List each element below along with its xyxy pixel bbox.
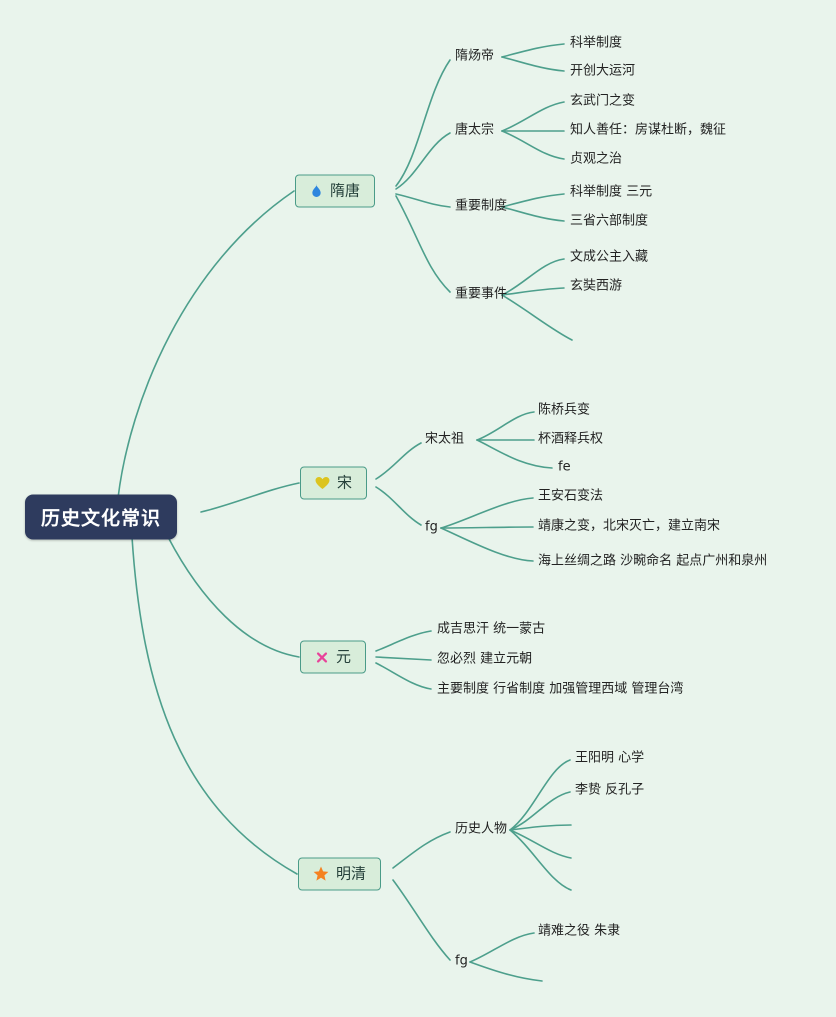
connector-line: [200, 482, 300, 513]
branch-topic-yuan[interactable]: 元: [300, 640, 367, 674]
topic-label[interactable]: 贞观之治: [570, 151, 623, 167]
connector-line: [501, 56, 565, 72]
topic-label[interactable]: 王阳明 心学: [575, 750, 645, 766]
topic-label[interactable]: 成吉思汗 统一蒙古: [437, 621, 546, 637]
topic-label[interactable]: 靖康之变，北宋灭亡，建立南宋: [538, 518, 721, 534]
connector-line: [501, 294, 573, 341]
branch-topic-mingqing[interactable]: 明清: [298, 857, 382, 891]
topic-label[interactable]: 开创大运河: [570, 63, 636, 79]
connector-line: [375, 656, 432, 661]
connector-line: [509, 824, 572, 831]
topic-label[interactable]: 科举制度: [570, 35, 623, 51]
topic-label[interactable]: 玄武门之变: [570, 93, 636, 109]
connector-line: [476, 411, 535, 441]
connector-line: [117, 190, 295, 499]
star-icon: [313, 866, 329, 882]
topic-label[interactable]: 陈桥兵变: [538, 402, 591, 418]
heart-icon: [315, 476, 330, 490]
flame-icon: [310, 183, 323, 199]
connector-line: [501, 43, 565, 58]
branch-topic-suitang[interactable]: 隋唐: [295, 174, 376, 208]
topic-label[interactable]: 杯酒释兵权: [538, 431, 604, 447]
connector-line: [476, 439, 553, 469]
branch-label: 元: [336, 647, 352, 666]
topic-label[interactable]: 知人善任：房谋杜断，魏征: [570, 122, 727, 138]
topic-label[interactable]: 唐太宗: [455, 122, 495, 138]
topic-label[interactable]: fg: [455, 953, 468, 969]
connector-line: [375, 486, 422, 526]
connector-line: [501, 193, 565, 208]
topic-label[interactable]: 宋太祖: [425, 431, 465, 447]
topic-label[interactable]: 三省六部制度: [570, 213, 649, 229]
connector-line: [501, 287, 565, 296]
connector-line: [375, 442, 422, 480]
topic-label[interactable]: 重要制度: [455, 198, 508, 214]
connector-line: [375, 630, 432, 652]
connector-line: [501, 258, 565, 296]
branch-topic-song[interactable]: 宋: [300, 466, 368, 500]
crossed-sticks-icon: [315, 650, 329, 664]
topic-label[interactable]: fg: [425, 519, 438, 535]
connector-line: [509, 791, 571, 831]
topic-label[interactable]: 重要事件: [455, 286, 508, 302]
connector-line: [501, 130, 565, 160]
connector-line: [440, 497, 534, 529]
branch-label: 明清: [336, 864, 367, 883]
connector-line: [509, 829, 572, 859]
topic-label[interactable]: 李贽 反孔子: [575, 782, 645, 798]
connector-line: [392, 879, 451, 961]
topic-label[interactable]: 忽必烈 建立元朝: [437, 651, 533, 667]
connector-line: [469, 961, 543, 982]
topic-label[interactable]: fe: [558, 459, 571, 475]
topic-label[interactable]: 历史人物: [455, 821, 508, 837]
root-topic[interactable]: 历史文化常识: [25, 494, 178, 540]
branch-label: 隋唐: [330, 181, 361, 200]
topic-label[interactable]: 海上丝绸之路 沙畹命名 起点广州和泉州: [538, 553, 768, 569]
connector-line: [440, 526, 534, 529]
connector-line: [392, 831, 451, 869]
connector-line: [395, 193, 451, 208]
connector-line: [440, 527, 534, 562]
connector-line: [395, 132, 451, 190]
connector-line: [375, 662, 432, 690]
topic-label[interactable]: 王安石变法: [538, 488, 604, 504]
connector-line: [469, 932, 535, 963]
topic-label[interactable]: 靖难之役 朱隶: [538, 923, 621, 939]
connector-line: [131, 536, 298, 875]
branch-label: 宋: [337, 473, 353, 492]
connector-line: [501, 206, 565, 222]
topic-label[interactable]: 文成公主入藏: [570, 249, 649, 265]
connector-line: [509, 759, 571, 831]
connector-line: [167, 536, 300, 658]
topic-label[interactable]: 隋炀帝: [455, 48, 495, 64]
connector-line: [395, 59, 451, 187]
connector-line: [395, 195, 451, 293]
topic-label[interactable]: 玄奘西游: [570, 278, 623, 294]
topic-label[interactable]: 主要制度 行省制度 加强管理西域 管理台湾: [437, 681, 684, 697]
topic-label[interactable]: 科举制度 三元: [570, 184, 653, 200]
connector-line: [501, 101, 565, 132]
connector-line: [509, 829, 572, 891]
